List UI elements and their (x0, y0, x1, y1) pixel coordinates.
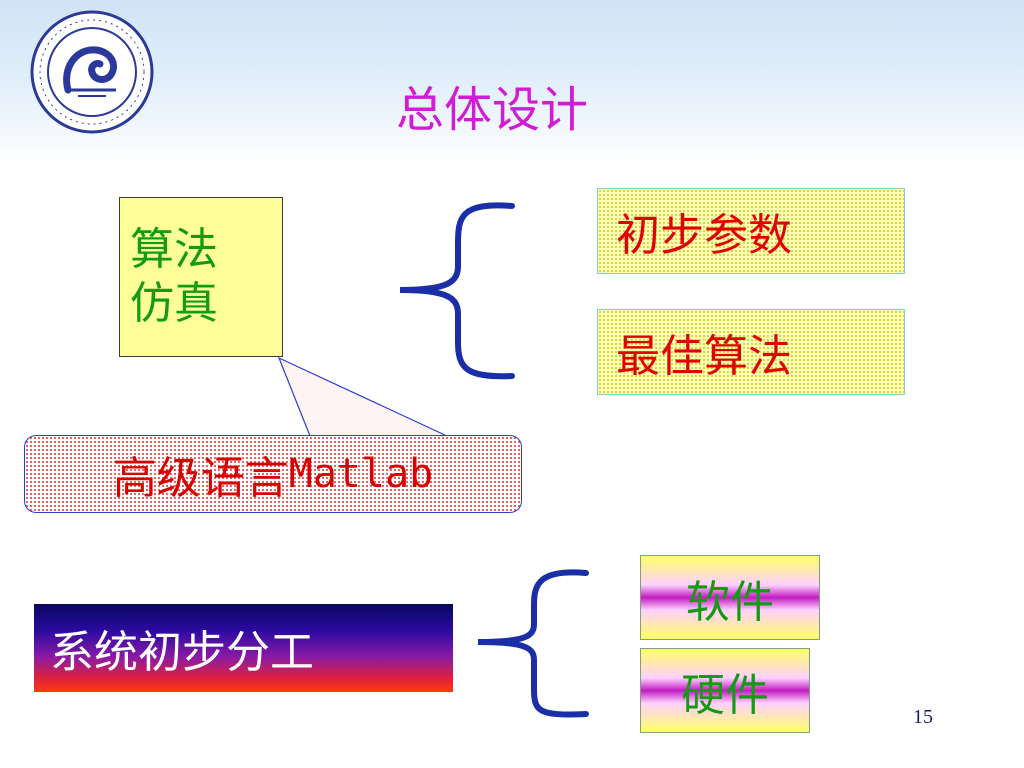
algorithm-line1: 算法 (130, 224, 218, 275)
system-division-label: 系统初步分工 (50, 627, 314, 678)
university-seal-icon (30, 10, 154, 134)
callout-cn-text: 高级语言 (112, 453, 289, 504)
header-band (0, 0, 1024, 165)
page-number: 15 (913, 706, 933, 728)
callout-matlab-text: Matlab (288, 451, 434, 497)
lower-brace (477, 569, 589, 718)
best-algorithm-box: 最佳算法 (597, 309, 905, 395)
upper-brace (399, 202, 515, 380)
initial-parameters-box: 初步参数 (597, 188, 905, 274)
hardware-box: 硬件 (640, 648, 810, 733)
slide-title: 总体设计 (395, 82, 588, 138)
best-algorithm-label: 最佳算法 (616, 331, 792, 382)
callout-pointer (277, 356, 448, 437)
initial-parameters-label: 初步参数 (616, 210, 792, 261)
software-box: 软件 (640, 555, 820, 640)
system-division-box: 系统初步分工 (34, 604, 453, 692)
algorithm-simulation-box: 算法 仿真 (119, 197, 283, 357)
algorithm-line2: 仿真 (130, 278, 218, 329)
software-label: 软件 (686, 576, 774, 628)
hardware-label: 硬件 (681, 669, 769, 721)
